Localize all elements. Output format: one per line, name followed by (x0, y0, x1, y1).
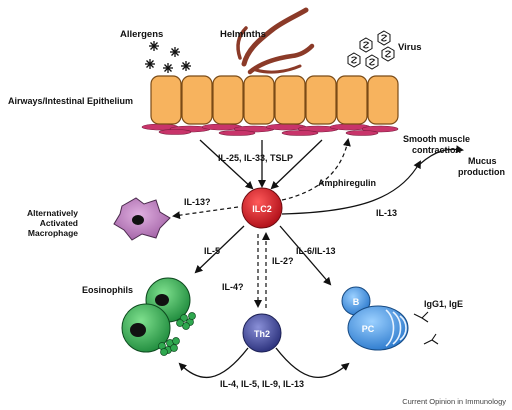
ilc2-label: ILC2 (252, 204, 272, 214)
journal-credit: Current Opinion in Immunology (402, 397, 506, 406)
il5-label: IL-5 (204, 246, 220, 256)
th2-cytokines-label: IL-4, IL-5, IL-9, IL-13 (220, 379, 304, 389)
plasma-cell-label: PC (362, 324, 375, 334)
macrophage-cell (113, 197, 171, 241)
epithelial-cytokines-label: IL-25, IL-33, TSLP (218, 153, 293, 163)
il6-il13-label: IL-6/IL-13 (296, 246, 336, 256)
mucus-label-line2: production (458, 167, 505, 177)
smooth-muscle-label-line2: contraction (412, 145, 461, 155)
plasma-cell: PC (347, 305, 409, 351)
allergens-label: Allergens (120, 29, 163, 40)
epithelial-signal-arrows (199, 139, 323, 190)
virus-label: Virus (398, 42, 422, 53)
eosinophil-cells (121, 277, 196, 356)
macrophage-label-line1: Alternatively (27, 208, 78, 218)
il13-effector-arrow (281, 160, 421, 215)
amphiregulin-arrow (281, 138, 351, 201)
th2-label: Th2 (254, 329, 270, 339)
th2-to-bcell-arrow (275, 347, 350, 379)
allergens-icon (145, 41, 191, 73)
il5-arrow (194, 225, 245, 274)
smooth-muscle-layer (141, 123, 399, 136)
th2-to-eosinophil-arrow (178, 347, 249, 379)
il6-il13-arrow (279, 225, 332, 286)
il13q-arrow (172, 206, 239, 220)
il13-effector-label: IL-13 (376, 208, 397, 218)
virus-icon (347, 30, 395, 70)
helminths-label: Helminths (220, 29, 266, 40)
eosinophils-label: Eosinophils (82, 285, 133, 295)
antibody-icons (413, 311, 439, 345)
epithelium-label: Airways/Intestinal Epithelium (8, 96, 133, 106)
il4q-label: IL-4? (222, 282, 244, 292)
smooth-muscle-label-line1: Smooth muscle (403, 134, 470, 144)
ilc2-cell: ILC2 (241, 187, 283, 229)
helminths-icon (236, 7, 315, 75)
macrophage-label-line2: Activated (40, 218, 78, 228)
il13q-label: IL-13? (184, 197, 211, 207)
antibodies-label: IgG1, IgE (424, 299, 463, 309)
il2q-label: IL-2? (272, 256, 294, 266)
mucus-label-line1: Mucus (468, 156, 497, 166)
mucus-branch-arrow (419, 145, 464, 165)
macrophage-label-line3: Macrophage (28, 228, 78, 238)
epithelial-cells (150, 75, 399, 125)
amphiregulin-label: Amphiregulin (318, 178, 376, 188)
b-cell-label: B (353, 297, 360, 307)
th2-cell: Th2 (242, 313, 282, 353)
